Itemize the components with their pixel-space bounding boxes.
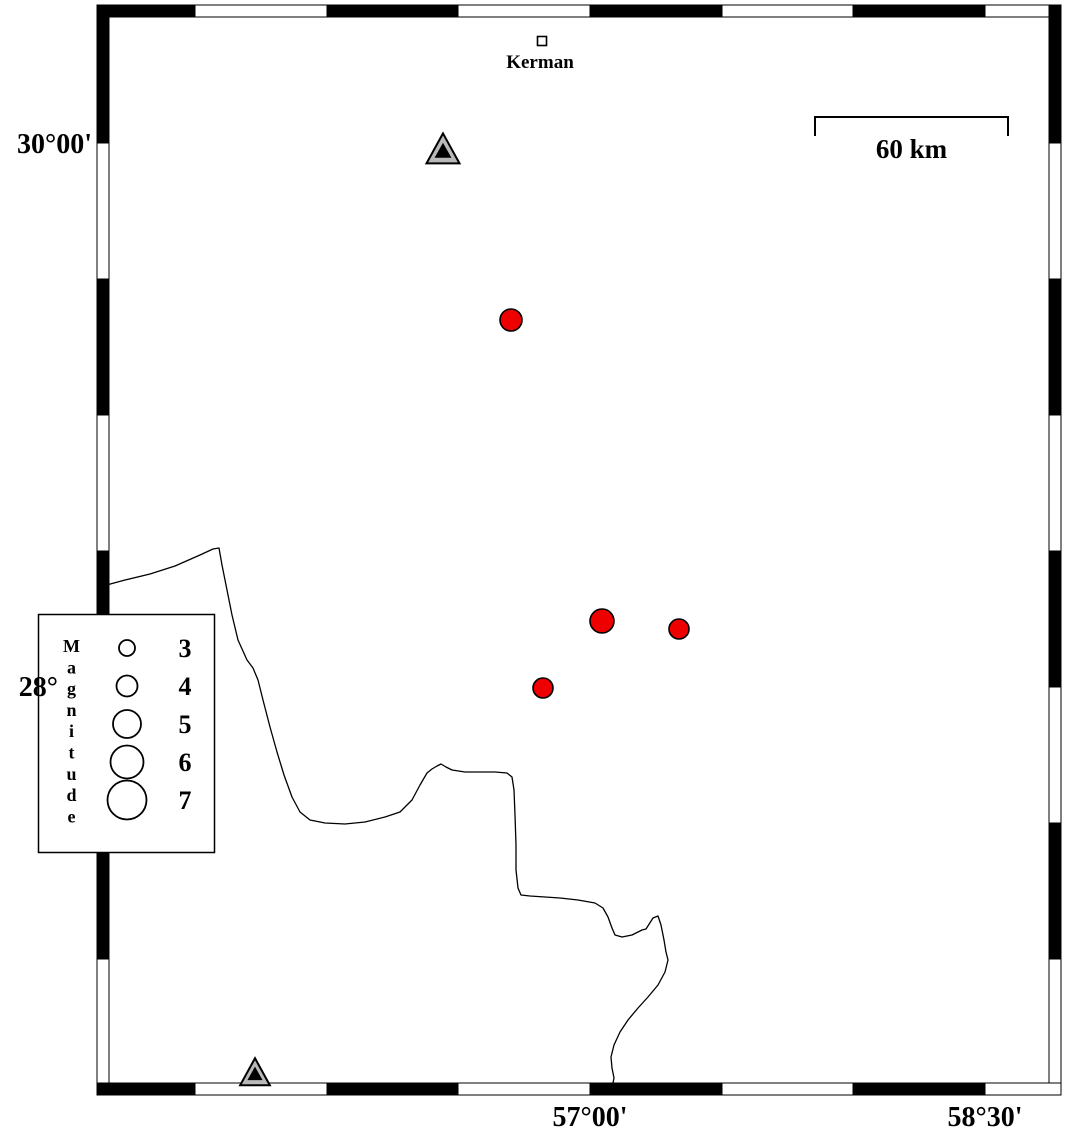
frame-segment-bottom (96, 1082, 196, 1096)
station-triangle-inner-icon (434, 142, 452, 158)
legend-title-letter: g (67, 679, 77, 699)
frame-segment-right (1048, 142, 1062, 280)
frame-segment-top (457, 4, 591, 18)
frame-segment-left (96, 4, 110, 144)
legend-magnitude-label: 6 (179, 748, 192, 777)
frame-segment-right (1048, 686, 1062, 824)
frame-segment-bottom (852, 1082, 986, 1096)
earthquake-marker (532, 677, 554, 699)
latitude-label: 30°00' (17, 129, 92, 160)
legend-magnitude-label: 7 (179, 786, 192, 815)
frame-segment-top (721, 4, 854, 18)
frame-segment-left (96, 278, 110, 416)
latitude-label: 28° (19, 672, 58, 703)
station-markers (238, 131, 462, 1087)
longitude-label: 57°00' (553, 1102, 628, 1133)
legend-title-letter: t (69, 743, 76, 763)
frame-segment-bottom (984, 1082, 1062, 1096)
frame-segment-right (1048, 958, 1062, 1096)
scale-bar: 60 km (814, 116, 1009, 164)
legend-title-letter: e (68, 806, 77, 826)
legend-magnitude-label: 3 (179, 634, 192, 663)
legend-magnitude-label: 4 (179, 672, 192, 701)
legend-magnitude-circle (106, 779, 148, 821)
frame-segment-bottom (589, 1082, 723, 1096)
frame-segment-top (326, 4, 459, 18)
frame-segment-top (852, 4, 986, 18)
legend-title-letter: n (66, 700, 77, 720)
legend-title-letter: i (69, 721, 75, 741)
legend-title-letter: M (63, 636, 81, 656)
legend-title-letter: d (66, 785, 77, 805)
earthquake-marker (589, 608, 615, 634)
city-marker-group: Kerman (506, 35, 574, 73)
earthquake-markers (499, 308, 690, 699)
frame-segment-left (96, 414, 110, 552)
frame-segment-bottom (457, 1082, 591, 1096)
frame-segment-bottom (721, 1082, 854, 1096)
frame-segment-top (194, 4, 328, 18)
legend-magnitude-circle (112, 709, 142, 739)
frame-segment-left (96, 958, 110, 1096)
frame-segment-bottom (326, 1082, 459, 1096)
legend-title-letter: a (67, 657, 77, 677)
frame-segment-right (1048, 4, 1062, 144)
coastline-border-line (102, 547, 669, 1096)
frame-segment-right (1048, 278, 1062, 416)
map-frame (96, 4, 1062, 1096)
longitude-label: 58°30' (948, 1102, 1023, 1133)
station-triangle-inner-icon (247, 1066, 263, 1081)
legend-magnitude-circle (109, 744, 145, 780)
legend-magnitude-circle (115, 674, 139, 698)
legend-title-letter: u (66, 764, 77, 784)
frame-segment-left (96, 142, 110, 280)
frame-segment-top (589, 4, 723, 18)
frame-segment-right (1048, 822, 1062, 960)
legend-magnitude-circle (118, 639, 136, 657)
frame-segment-right (1048, 414, 1062, 552)
city-square-icon (536, 35, 548, 47)
earthquake-marker (499, 308, 523, 332)
frame-segment-top (96, 4, 196, 18)
legend-magnitude-label: 5 (179, 710, 192, 739)
city-label: Kerman (506, 52, 574, 73)
frame-corner (1048, 4, 1062, 18)
earthquake-marker (668, 618, 690, 640)
axis-labels: 30°00' 28° 57°00' 58°30' (17, 129, 1022, 1133)
scale-bar-bracket (814, 116, 1009, 136)
frame-segment-right (1048, 550, 1062, 688)
scale-bar-label: 60 km (876, 134, 948, 164)
